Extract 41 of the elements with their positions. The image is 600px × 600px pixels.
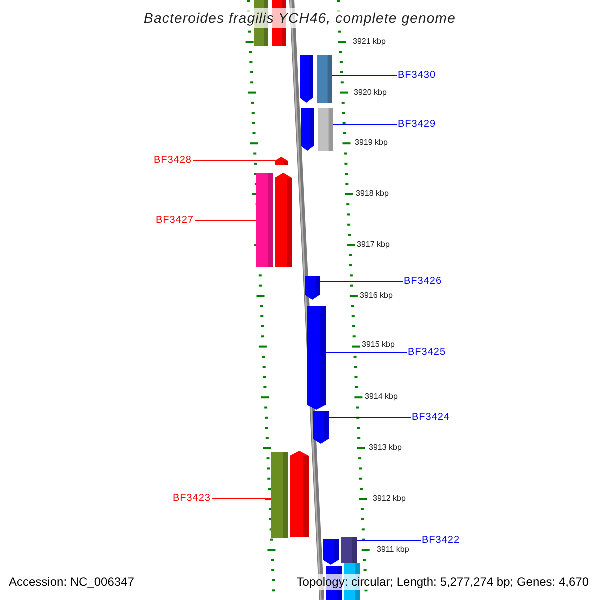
gene-label: BF3430: [398, 70, 436, 82]
leader-line: [356, 540, 422, 542]
scale-label: 3921 kbp: [353, 37, 386, 47]
leader-line: [332, 124, 398, 126]
gene-block: [317, 55, 332, 103]
scale-label: 3914 kbp: [365, 392, 398, 402]
gene-label: BF3428: [154, 155, 192, 167]
gene-pointed-block: [305, 276, 320, 300]
scale-label: 3912 kbp: [373, 494, 406, 504]
gene-block: [271, 452, 288, 538]
scale-label: 3918 kbp: [356, 189, 389, 199]
gene-label: BF3426: [404, 276, 442, 288]
scale-label: 3917 kbp: [357, 240, 390, 250]
gene-label: BF3429: [398, 119, 436, 131]
gene-label: BF3422: [422, 535, 460, 547]
leader-line: [194, 220, 256, 222]
gene-label: BF3425: [408, 347, 446, 359]
gene-block: [318, 108, 333, 151]
scale-label: 3919 kbp: [355, 138, 388, 148]
gene-pointed-block: [275, 157, 288, 165]
gene-pointed-block: [290, 451, 309, 537]
accession-label: Accession: NC_006347: [7, 574, 136, 590]
leader-line: [192, 160, 276, 162]
gene-label: BF3427: [156, 215, 194, 227]
scale-label: 3913 kbp: [369, 443, 402, 453]
gene-label: BF3423: [172, 493, 211, 505]
gene-block: [341, 537, 357, 563]
gene-pointed-block: [275, 173, 292, 267]
gene-label: BF3424: [412, 412, 450, 424]
gene-block: [256, 173, 273, 267]
gene-pointed-block: [313, 411, 329, 444]
scale-label: 3916 kbp: [360, 291, 393, 301]
scale-label: 3911 kbp: [377, 545, 410, 555]
gene-pointed-block: [323, 539, 339, 565]
scale-label: 3920 kbp: [354, 88, 387, 98]
leader-line: [212, 498, 272, 500]
genome-info-label: Topology: circular; Length: 5,277,274 bp; Genes: 4,670: [294, 574, 591, 590]
gene-pointed-block: [301, 108, 314, 151]
gene-pointed-block: [300, 55, 313, 103]
leader-line: [326, 352, 408, 354]
scale-label: 3915 kbp: [362, 340, 395, 350]
